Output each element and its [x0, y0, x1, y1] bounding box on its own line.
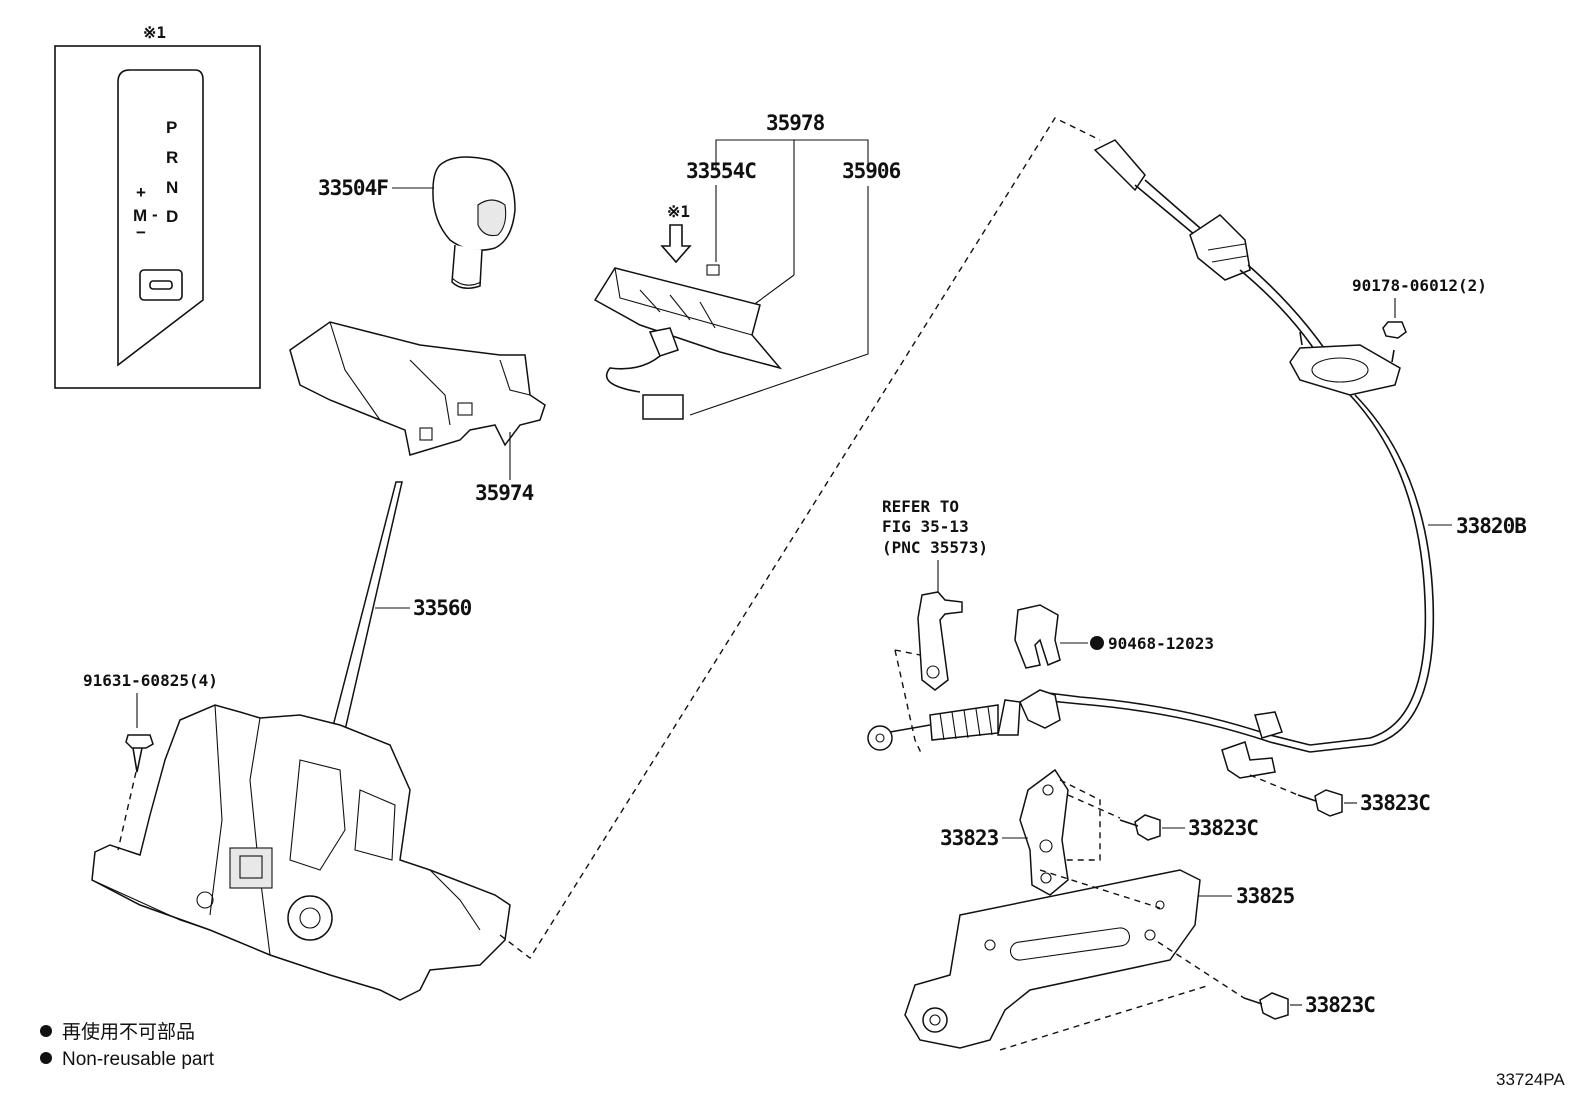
- bolt-icon-a: [1119, 814, 1161, 841]
- manual-dash: -: [152, 205, 158, 224]
- label-33554C: 33554C: [686, 159, 756, 183]
- gear-n: N: [166, 178, 178, 197]
- manual-m: M: [133, 206, 147, 225]
- label-91631-60825: 91631-60825(4): [83, 671, 218, 690]
- nut-icon: [1382, 321, 1407, 339]
- label-33820B: 33820B: [1456, 514, 1526, 538]
- cable-support-bracket: [1019, 768, 1069, 896]
- inset-note-mark: ※1: [143, 23, 166, 42]
- bezel-note-mark: ※1: [667, 202, 690, 221]
- cable-mount-bracket: [904, 869, 1201, 1049]
- inset-button-outline: [139, 269, 183, 301]
- leader-35978-bracket: [715, 139, 869, 170]
- legend-bullet-jp: [40, 1025, 52, 1037]
- label-35974: 35974: [475, 481, 534, 505]
- label-33823: 33823: [940, 826, 999, 850]
- label-90178-06012: 90178-06012(2): [1352, 276, 1487, 295]
- gear-d: D: [166, 207, 178, 226]
- label-33504F: 33504F: [318, 176, 388, 200]
- bolt-icon-b: [1297, 789, 1343, 817]
- refer-line-1: REFER TO: [882, 497, 959, 516]
- down-arrow-icon: [660, 224, 692, 264]
- label-33823C-a: 33823C: [1188, 816, 1258, 840]
- label-33825: 33825: [1236, 884, 1295, 908]
- refer-line-2: FIG 35-13: [882, 517, 969, 536]
- lever-end-pin: [917, 591, 963, 691]
- indicator-housing: [289, 321, 546, 456]
- refer-line-3: (PNC 35573): [882, 538, 988, 557]
- retaining-clip: [1014, 604, 1061, 669]
- label-33560: 33560: [413, 596, 472, 620]
- manual-minus: −: [136, 223, 146, 242]
- bezel-assembly: [593, 264, 783, 420]
- shift-cable: [867, 139, 1435, 779]
- label-33823C-b: 33823C: [1360, 791, 1430, 815]
- shift-knob: [432, 156, 516, 289]
- leader-35906: [689, 186, 869, 416]
- legend-text-en: Non-reusable part: [62, 1049, 215, 1070]
- assembly-link-dashed: [499, 117, 1101, 960]
- inset-button-slot: [149, 280, 173, 290]
- manual-plus: +: [136, 183, 146, 202]
- lever-bolt-icon: [125, 734, 154, 773]
- label-90468-12023: 90468-12023: [1108, 634, 1214, 653]
- inset-panel: [54, 45, 261, 389]
- label-35906: 35906: [842, 159, 901, 183]
- shift-lever-assembly: [91, 481, 511, 1001]
- label-35978: 35978: [766, 111, 825, 135]
- bolt-icon-c: [1243, 992, 1289, 1020]
- gear-p: P: [166, 118, 177, 137]
- figure-id: 33724PA: [1496, 1070, 1565, 1089]
- nonreusable-marker: [1090, 636, 1104, 650]
- legend-bullet-en: [40, 1052, 52, 1064]
- label-33823C-c: 33823C: [1305, 993, 1375, 1017]
- shift-gate-plate: [117, 69, 204, 367]
- gear-r: R: [166, 148, 178, 167]
- legend-text-jp: 再使用不可部品: [62, 1021, 195, 1043]
